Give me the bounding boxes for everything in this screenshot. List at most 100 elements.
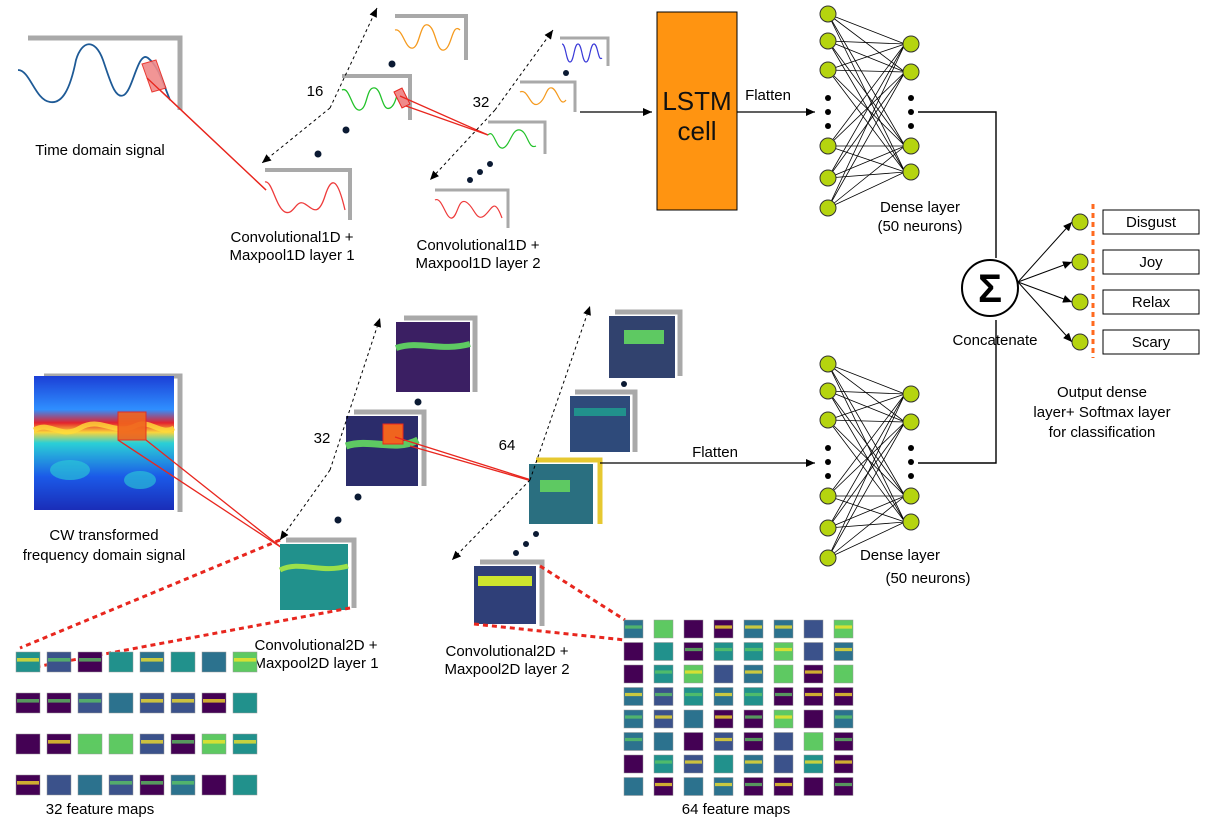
dense-connection [827, 390, 906, 497]
feature-map-thumb [803, 709, 824, 729]
feature-map-pattern [17, 658, 39, 662]
feature-map-thumb [77, 692, 103, 714]
ellipsis-dot [513, 550, 519, 556]
cwt-label-line2: frequency domain signal [23, 547, 186, 564]
map-frame [536, 457, 603, 524]
dense-connection [827, 40, 906, 173]
dense-connection [827, 40, 906, 45]
dense-connection [827, 390, 906, 395]
ellipsis-dot [825, 473, 831, 479]
feature-map-thumb [683, 664, 704, 684]
feature-map-thumb [170, 692, 196, 714]
output-connection [1017, 261, 1073, 283]
feature-map-pattern [775, 692, 792, 697]
dense-connection [827, 421, 906, 497]
feature-map-thumb [683, 642, 704, 661]
feature-map-thumb [773, 709, 794, 729]
feature-map-thumb [46, 692, 72, 714]
feature-map-thumb [139, 774, 165, 796]
feature-map-thumb [77, 774, 103, 796]
feature-map-pattern [79, 740, 101, 744]
input-neuron [819, 382, 837, 400]
feature-map-pattern [685, 760, 702, 764]
projection-line [405, 105, 489, 136]
conv1d-layer2-stack: 32 Convolutional1D + Maxpool1D layer 2 [415, 29, 610, 272]
dense-connection [827, 69, 906, 147]
feature-map-pattern [278, 563, 349, 573]
merge-line-top [918, 111, 997, 258]
output-label-line3: for classification [1049, 424, 1156, 441]
class-label: Joy [1139, 254, 1163, 271]
sigma-symbol: Σ [978, 267, 1002, 311]
map-frame [575, 389, 638, 452]
conv1d-layer1-label-line1: Convolutional1D + [231, 229, 354, 246]
feature-map-thumb [743, 664, 764, 684]
feature-map-thumb [803, 687, 824, 706]
cwt-label-line1: CW transformed [49, 527, 158, 544]
output-neuron [1071, 333, 1089, 351]
class-box [1102, 289, 1200, 315]
feature-map-pattern [715, 692, 732, 697]
feature-map-thumb [803, 732, 824, 751]
feature-map-2d [529, 464, 593, 524]
cwt-scalogram: CW transformed frequency domain signal [23, 373, 186, 564]
feature-map-thumb [743, 687, 764, 706]
dense-connection [827, 145, 906, 179]
feature-map-thumb [232, 692, 258, 714]
dense-connection [827, 71, 906, 209]
dense-neuron [902, 163, 920, 181]
map-frame [395, 14, 468, 60]
feature-map-thumb [201, 733, 227, 755]
feature-map-thumb [683, 709, 704, 729]
lstm-label-line2: cell [677, 116, 716, 146]
top-branch: Time domain signal 16 Convolutional1D [17, 5, 963, 272]
input-neuron [819, 137, 837, 155]
map-frame [560, 36, 610, 66]
kernel-window [382, 423, 404, 445]
feature-map-thumb [773, 642, 794, 661]
zoom-line [473, 622, 626, 642]
dense-connection [827, 145, 906, 209]
ellipsis-dot [825, 459, 831, 465]
feature-map-pattern [540, 480, 570, 492]
class-box [1102, 209, 1200, 235]
feature-map-pattern [805, 670, 822, 674]
feature-map-pattern [478, 576, 532, 586]
conv2d-layer1-stack: 32 Convolutional2D + Maxpool2D layer 1 [253, 315, 478, 672]
dense-connection [827, 521, 906, 529]
plot-shadow-frame [28, 35, 183, 110]
input-neuron [819, 32, 837, 50]
depth-arrow [451, 479, 531, 561]
feature-map-pattern [625, 737, 642, 742]
kernel-window [141, 59, 167, 93]
dense-neuron [902, 487, 920, 505]
ellipsis-dot [908, 473, 914, 479]
output-connection [1017, 221, 1073, 283]
output-connection [1017, 281, 1073, 343]
feature-map-pattern [715, 782, 732, 787]
bottom-dense-label-line1: Dense layer [860, 547, 940, 564]
output-label-line2: layer+ Softmax layer [1033, 404, 1170, 421]
feature-map-pattern [624, 330, 664, 344]
feature-map-pattern [17, 781, 39, 785]
feature-map-thumb [803, 619, 824, 639]
feature-map-thumb [803, 777, 824, 796]
conv2d-layer2-stack: 64 Convolutional2D + Maxpool2D layer 2 [444, 305, 683, 678]
input-neuron [819, 5, 837, 23]
feature-map-pattern [745, 737, 762, 742]
feature-map-pattern [835, 760, 852, 764]
input-neuron [819, 61, 837, 79]
depth-arrow [261, 107, 331, 164]
concatenate-node [961, 259, 1019, 317]
feature-map-thumb [653, 732, 674, 751]
feature-map-thumb [743, 619, 764, 639]
ellipsis-dot [908, 445, 914, 451]
feature-map-2d [280, 544, 348, 610]
ellipsis-dot [487, 161, 493, 167]
projection-line [117, 439, 283, 549]
ellipsis-dot [563, 70, 569, 76]
dense-connection [827, 419, 906, 523]
dense-neuron [902, 413, 920, 431]
feature-map-thumb [683, 777, 704, 796]
feature-map-thumb [15, 692, 41, 714]
